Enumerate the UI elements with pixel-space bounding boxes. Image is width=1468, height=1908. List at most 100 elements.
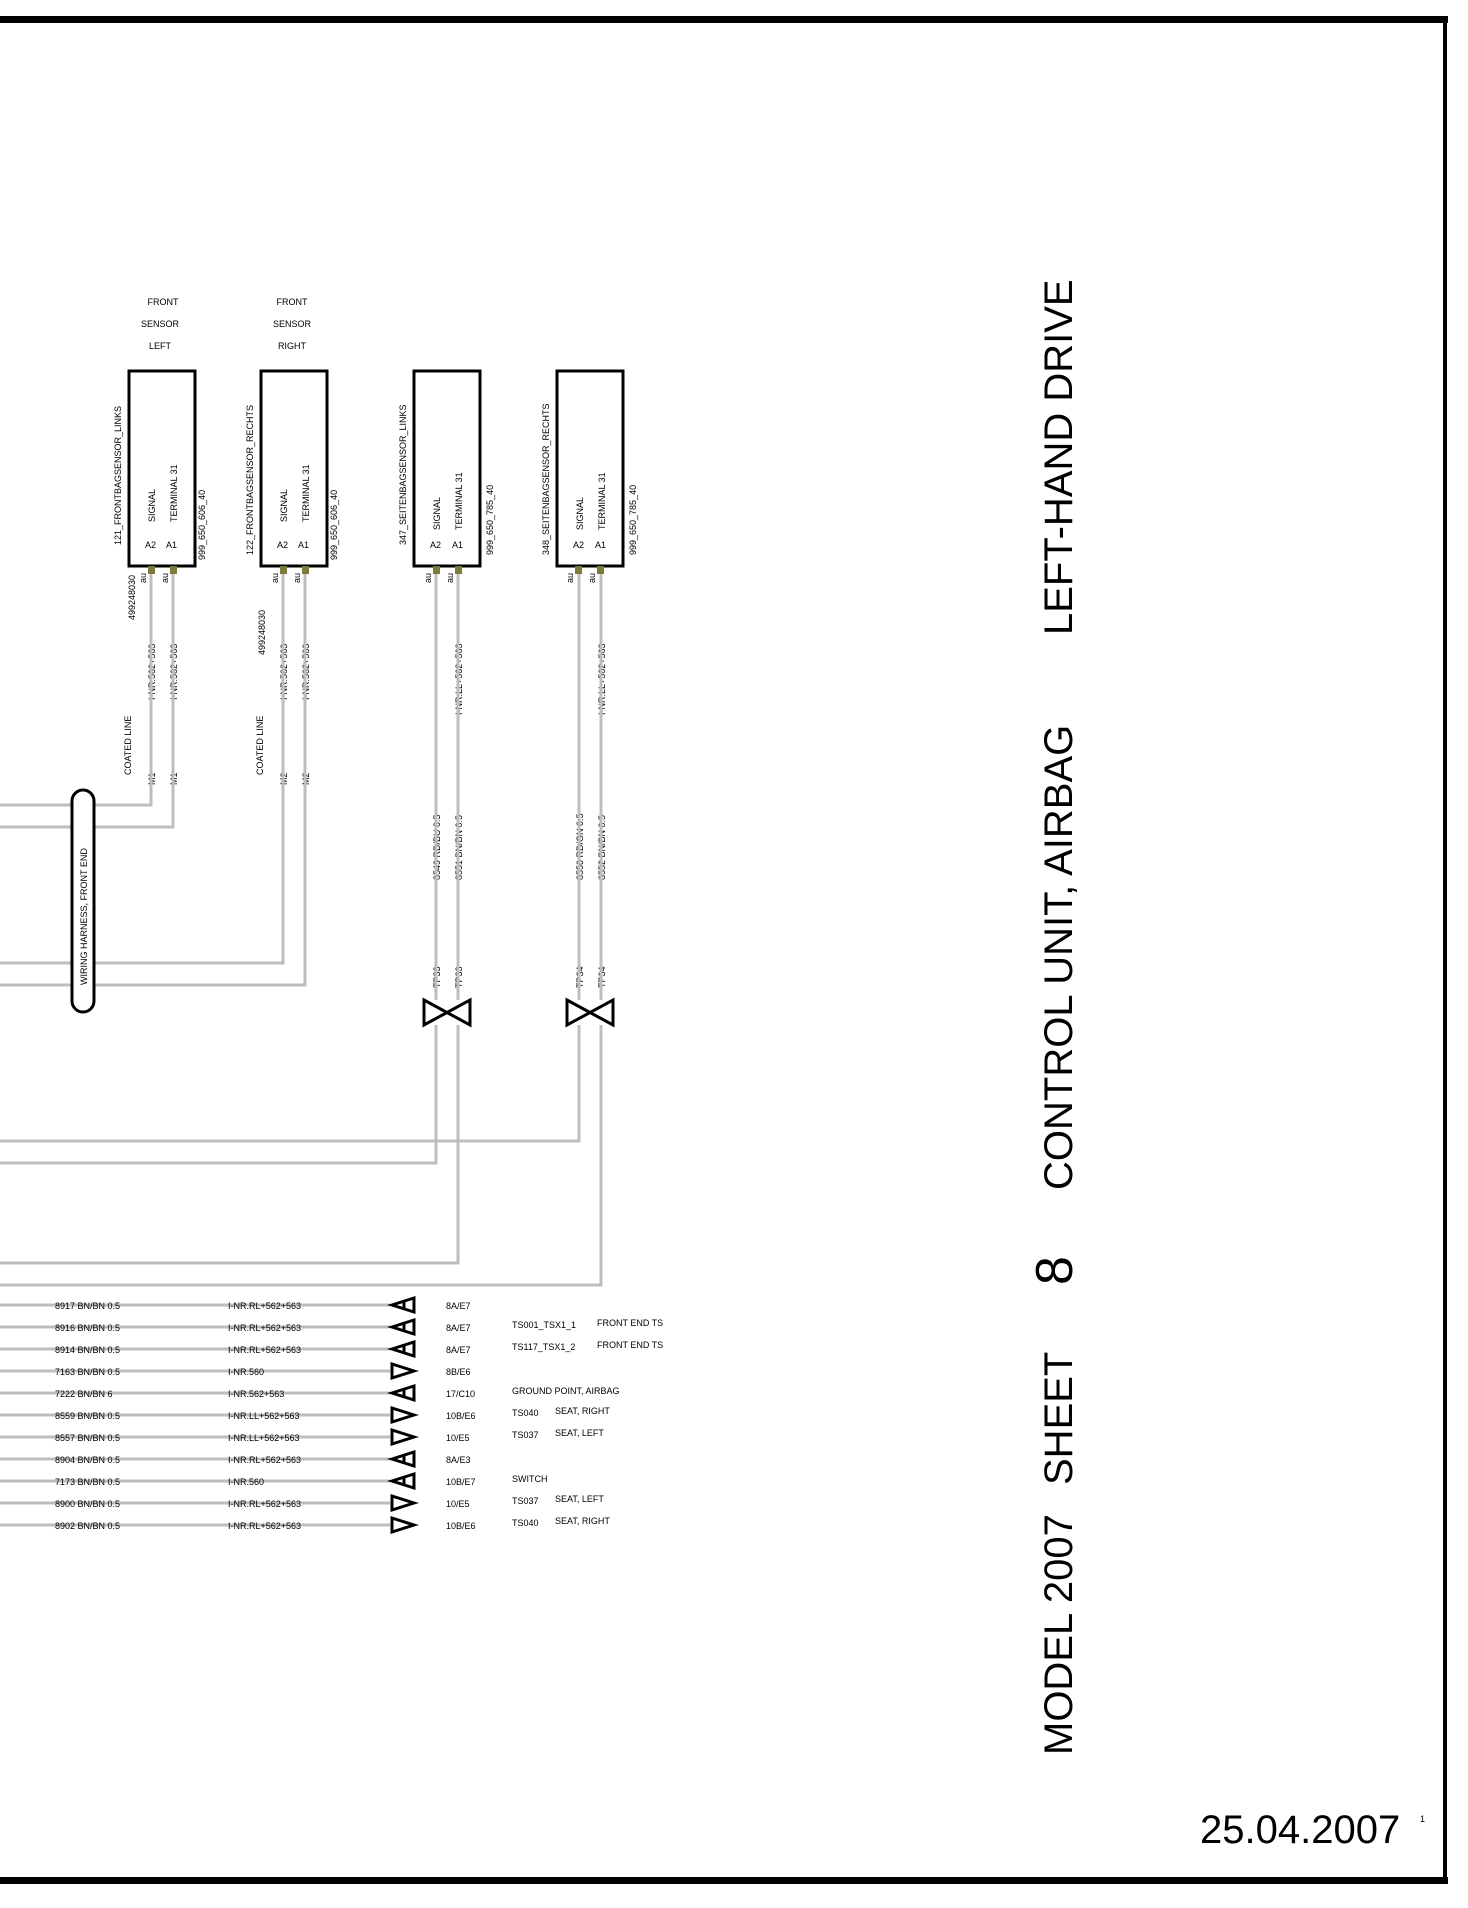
terminal-type: au [423, 573, 433, 583]
connector-plug-icon [390, 1405, 419, 1425]
title-model: MODEL 2007 [1037, 1514, 1081, 1755]
title-variant: LEFT-HAND DRIVE [1037, 279, 1081, 635]
sheet-reference: 8A/E7 [446, 1323, 471, 1333]
pin-id: A1 [298, 540, 309, 550]
wire-path [0, 1025, 603, 1287]
component-side-sensor-right[interactable]: 348_SEITENBAGSENSOR_RECHTS 999_650_785_4… [541, 369, 638, 1028]
wire-spec: I-NR.RL+562+563 [228, 1499, 301, 1509]
component-box [412, 369, 482, 568]
title-sheet-word: SHEET [1037, 1352, 1081, 1485]
component-header-line: FRONT [277, 297, 308, 307]
pin-label-terminal: TERMINAL 31 [454, 472, 464, 530]
wire-spec: I-NR.RL+562+563 [228, 1455, 301, 1465]
connector-plug-icon [390, 1427, 419, 1447]
destination: SEAT, LEFT [555, 1494, 604, 1504]
pin-terminal [148, 566, 155, 574]
terminal-type: au [565, 573, 575, 583]
pin-id: A2 [573, 540, 584, 550]
terminal-station: GROUND POINT, AIRBAG [512, 1386, 620, 1396]
pin-id: A1 [452, 540, 463, 550]
connector-socket-icon [387, 1449, 416, 1469]
harness-label-group: WIRING HARNESS, FRONT END [70, 788, 96, 1014]
wire-path [0, 574, 175, 829]
pin-terminal [302, 566, 309, 574]
destination: FRONT END TS [597, 1340, 663, 1350]
page-mark: 1 [1420, 1814, 1425, 1824]
pin-label-signal: SIGNAL [279, 489, 289, 522]
title-sheet-number: 8 [1026, 1256, 1084, 1285]
component-header-line: FRONT [148, 297, 179, 307]
component-front-sensor-right[interactable]: FRONT SENSOR RIGHT 122_FRONTBAGSENSOR_RE… [245, 297, 339, 785]
title-name: CONTROL UNIT, AIRBAG [1037, 725, 1081, 1190]
component-front-sensor-left[interactable]: FRONT SENSOR LEFT 121_FRONTBAGSENSOR_LIN… [113, 297, 207, 785]
component-id: 348_SEITENBAGSENSOR_RECHTS [541, 403, 551, 555]
connector-plug-icon [390, 1493, 419, 1513]
wire-spec: I-NR.560 [228, 1477, 264, 1487]
sheet-date: 25.04.2007 [1200, 1808, 1400, 1852]
wire-spec: I-NR.LL+562+563 [228, 1411, 300, 1421]
pin-label-terminal: TERMINAL 31 [597, 472, 607, 530]
terminal-station: TS040 [512, 1518, 539, 1528]
pin-id: A2 [277, 540, 288, 550]
terminal-station: TS001_TSX1_1 [512, 1320, 576, 1330]
wire-number: 8557 BN/BN 0.5 [55, 1433, 120, 1443]
wire-path [0, 1025, 438, 1165]
pin-terminal [433, 566, 440, 574]
component-box [127, 369, 197, 568]
destination: FRONT END TS [597, 1318, 663, 1328]
connector-code: 499248030 [127, 575, 137, 620]
pin-id: A1 [595, 540, 606, 550]
pin-label-signal: SIGNAL [147, 489, 157, 522]
sheet-reference: 8A/E3 [446, 1455, 471, 1465]
component-side-sensor-left[interactable]: 347_SEITENBAGSENSOR_LINKS 999_650_785_40… [398, 369, 495, 1028]
component-box [259, 369, 329, 568]
harness-label: WIRING HARNESS, FRONT END [79, 848, 89, 985]
component-id: 122_FRONTBAGSENSOR_RECHTS [245, 405, 255, 555]
wire-number: 8559 BN/BN 0.5 [55, 1411, 120, 1421]
wire-number: 8900 BN/BN 0.5 [55, 1499, 120, 1509]
pin-terminal [455, 566, 462, 574]
wire-number: 8917 BN/BN 0.5 [55, 1301, 120, 1311]
pin-label-terminal: TERMINAL 31 [169, 464, 179, 522]
component-part-number: 999_650_785_40 [628, 485, 638, 555]
component-id: 121_FRONTBAGSENSOR_LINKS [113, 406, 123, 545]
right-border [1443, 16, 1447, 1884]
harness-pill [70, 788, 96, 1014]
sheet-reference: 8B/E6 [446, 1367, 471, 1377]
pin-terminal [597, 566, 604, 574]
terminal-station: TS037 [512, 1496, 539, 1506]
terminal-type: au [138, 573, 148, 583]
terminal-station: TS037 [512, 1430, 539, 1440]
pin-terminal [575, 566, 582, 574]
wire-path [0, 574, 307, 987]
wire-spec: I-NR.562+563 [228, 1389, 284, 1399]
terminal-type: au [587, 573, 597, 583]
pin-label-signal: SIGNAL [432, 497, 442, 530]
pin-label-signal: SIGNAL [575, 497, 585, 530]
wire-path [0, 574, 153, 807]
wire-number: 8916 BN/BN 0.5 [55, 1323, 120, 1333]
component-header-line: RIGHT [278, 341, 307, 351]
component-part-number: 999_650_606_40 [329, 490, 339, 560]
connector-code: 499248030 [257, 610, 267, 655]
pin-id: A2 [430, 540, 441, 550]
terminal-station: TS117_TSX1_2 [512, 1342, 575, 1352]
wire-routing [0, 574, 603, 1527]
wire-number: 7173 BN/BN 0.5 [55, 1477, 120, 1487]
component-part-number: 999_650_785_40 [485, 485, 495, 555]
component-box [555, 369, 625, 568]
destination: SEAT, RIGHT [555, 1406, 610, 1416]
